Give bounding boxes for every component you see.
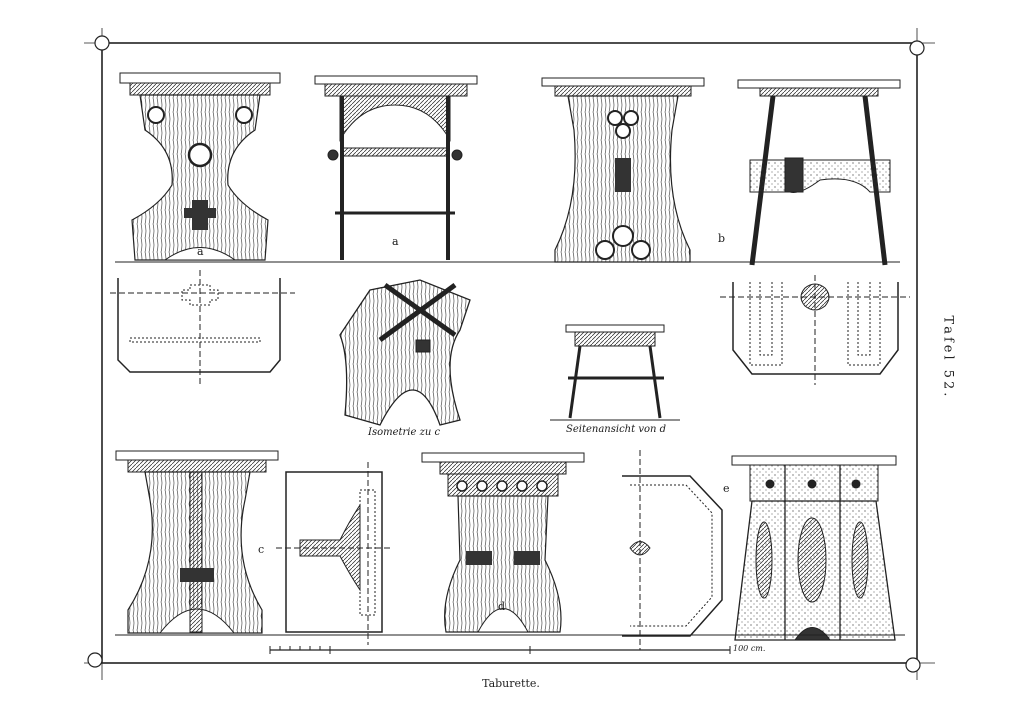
- label-fig-d: d: [498, 600, 505, 613]
- stool-c-plan: [276, 462, 392, 645]
- plate-caption: Taburette.: [482, 677, 540, 690]
- stool-e-perspective: [731, 455, 897, 641]
- plate-number: Tafel 52.: [940, 315, 956, 400]
- stool-c-isometric: [339, 279, 471, 426]
- stool-b-plan: [720, 275, 910, 385]
- label-fig-a-front: a: [197, 245, 204, 258]
- isometry-caption: Isometrie zu c: [367, 427, 440, 438]
- label-fig-e: e: [723, 482, 730, 495]
- stool-c-front-view: [115, 450, 279, 634]
- label-fig-a-side: a: [392, 235, 399, 248]
- stool-a-side-view: [314, 75, 478, 260]
- stool-b-side-view: [737, 79, 901, 266]
- label-fig-b: b: [718, 232, 725, 245]
- stool-d-front-view: [421, 452, 585, 633]
- stool-a-plan: [110, 270, 295, 385]
- corner-registration-marks: [87, 35, 925, 673]
- label-fig-c: c: [258, 543, 264, 556]
- stool-d-side-view-small: [565, 324, 665, 419]
- stool-a-front-view: [119, 72, 281, 261]
- stool-e-plan: [622, 450, 723, 650]
- side-view-caption: Seitenansicht von d: [566, 424, 666, 435]
- plate-border: [84, 28, 935, 680]
- scale-label: 100 cm.: [733, 644, 765, 653]
- stool-b-front-view: [541, 77, 705, 263]
- scale-bar: [269, 646, 731, 654]
